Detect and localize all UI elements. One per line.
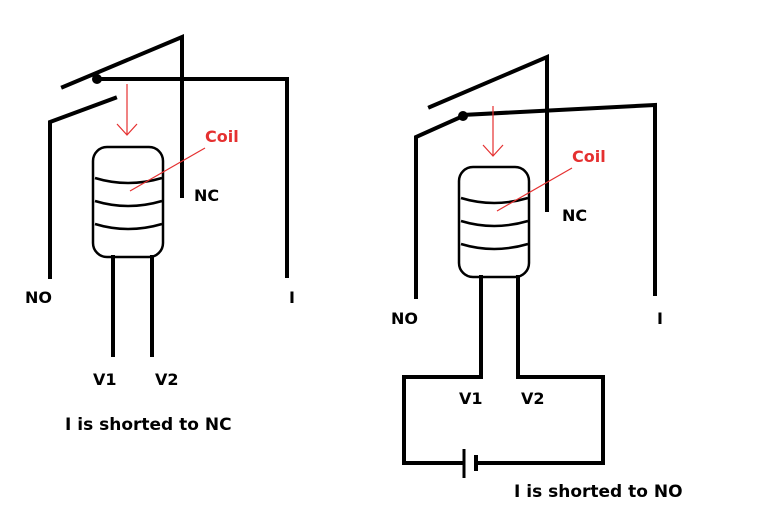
left-i-label: I xyxy=(289,288,295,307)
right-coil xyxy=(457,165,531,279)
left-relay: Coil NC NO I V1 V2 I is shorted to NC xyxy=(25,33,295,435)
battery-loop-right-wire xyxy=(476,375,605,465)
left-v1-label: V1 xyxy=(93,370,117,389)
right-no-contact-wire xyxy=(414,113,466,299)
left-no-contact-wire xyxy=(48,95,118,279)
left-coil xyxy=(91,145,165,259)
right-relay: Coil NC NO I V1 V2 I is shorted to NO xyxy=(391,53,683,502)
right-nc-label: NC xyxy=(562,206,587,225)
right-v2-label: V2 xyxy=(521,389,545,408)
right-caption: I is shorted to NO xyxy=(514,482,683,502)
right-battery-circuit xyxy=(402,375,605,478)
left-armature-to-i-wire xyxy=(93,77,289,278)
left-no-label: NO xyxy=(25,288,52,307)
left-coil-pointer xyxy=(129,147,206,192)
left-nc-label: NC xyxy=(194,186,219,205)
right-coil-pointer xyxy=(496,167,573,212)
right-coil-label: Coil xyxy=(572,147,606,166)
right-armature-to-i-wire xyxy=(459,102,657,296)
right-i-label: I xyxy=(657,309,663,328)
left-nc-contact-wire xyxy=(60,33,184,198)
left-caption: I is shorted to NC xyxy=(65,415,232,435)
left-v2-label: V2 xyxy=(155,370,179,389)
battery-loop-left-wire xyxy=(402,375,483,465)
left-force-arrow xyxy=(116,84,138,136)
right-v1-label: V1 xyxy=(459,389,483,408)
right-nc-contact-wire xyxy=(427,53,549,212)
right-force-arrow xyxy=(482,106,504,157)
left-armature-pivot xyxy=(92,74,102,84)
right-no-label: NO xyxy=(391,309,418,328)
left-coil-label: Coil xyxy=(205,127,239,146)
